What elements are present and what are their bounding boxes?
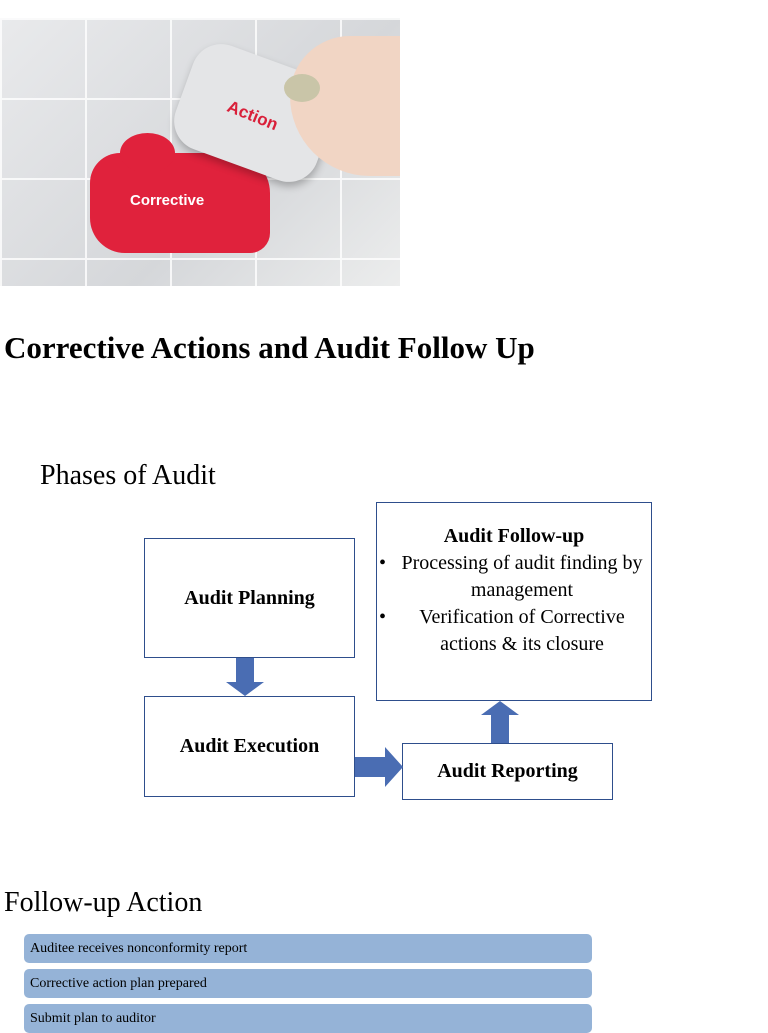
- followup-title: Audit Follow-up: [443, 525, 585, 547]
- page-title: Corrective Actions and Audit Follow Up: [4, 330, 535, 365]
- arrow-down: [226, 658, 264, 696]
- box-audit-execution: Audit Execution: [144, 696, 355, 797]
- followup-action-heading: Follow-up Action: [4, 887, 203, 918]
- step-bar: Auditee receives nonconformity report: [24, 934, 592, 963]
- arrow-up: [481, 701, 519, 743]
- step-bar: Submit plan to auditor: [24, 1004, 592, 1033]
- step-bar: Corrective action plan prepared: [24, 969, 592, 998]
- followup-bullet: •Verification of Corrective actions & it…: [379, 606, 625, 655]
- phases-heading: Phases of Audit: [40, 460, 216, 491]
- arrow-right: [355, 747, 403, 787]
- puzzle-label-corrective: Corrective: [130, 192, 205, 209]
- box-audit-planning: Audit Planning: [144, 538, 355, 658]
- box-audit-reporting: Audit Reporting: [402, 743, 613, 800]
- followup-bullet: •Processing of audit finding by manageme…: [379, 552, 643, 601]
- hero-image-puzzle: Action Corrective: [0, 18, 400, 286]
- box-audit-followup: Audit Follow-up •Processing of audit fin…: [376, 502, 652, 701]
